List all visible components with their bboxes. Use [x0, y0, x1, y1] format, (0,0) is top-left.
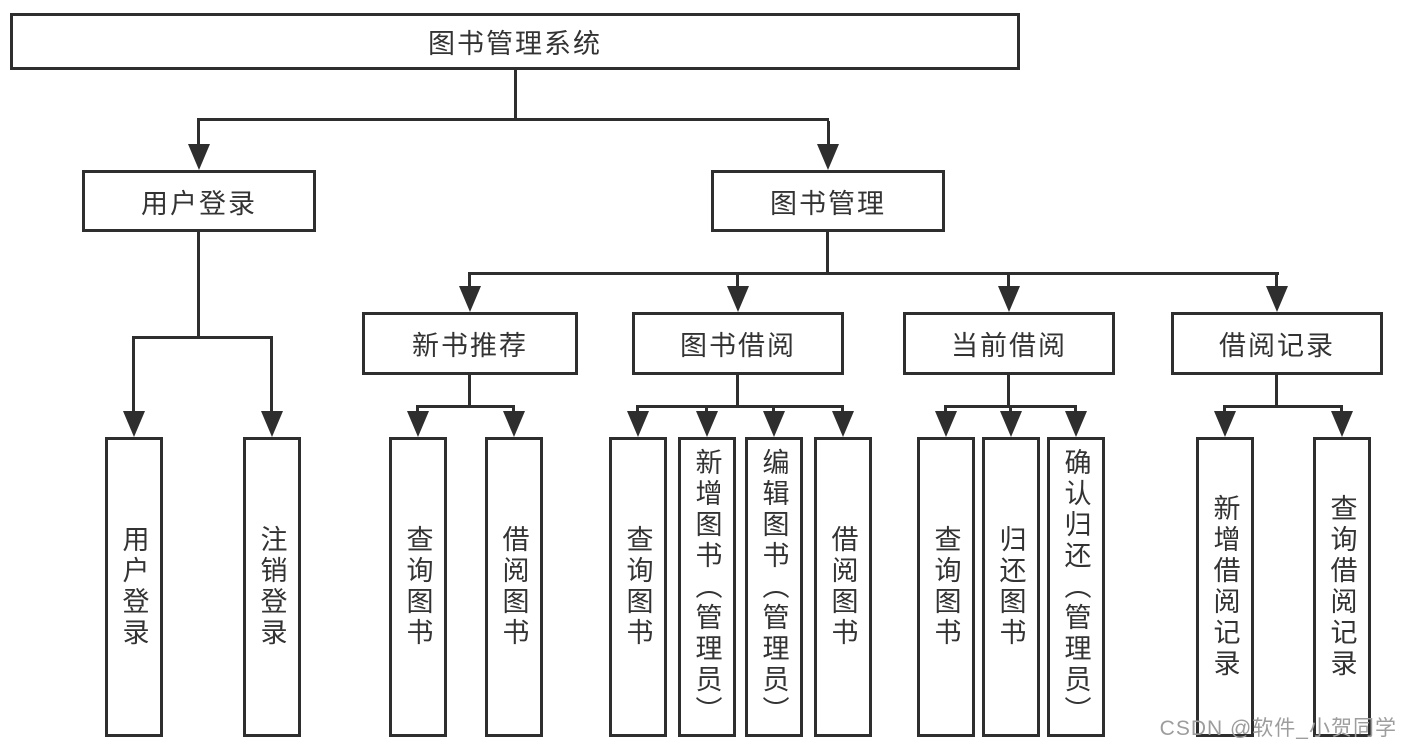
connector-line — [416, 405, 515, 408]
connector-line — [514, 70, 517, 121]
arrow-down-icon — [188, 144, 210, 170]
node-user-login: 用户登录 — [82, 170, 316, 232]
node-label: 图书管理系统 — [428, 29, 602, 59]
arrow-down-icon — [1000, 411, 1022, 437]
node-label: 确认归还（管理员） — [1060, 447, 1091, 727]
arrow-down-icon — [407, 411, 429, 437]
leaf-add-borrow-record: 新增借阅记录 — [1196, 437, 1254, 737]
arrow-down-icon — [727, 286, 749, 312]
node-label: 新增图书（管理员） — [691, 447, 722, 727]
arrow-down-icon — [627, 411, 649, 437]
leaf-logout: 注销登录 — [243, 437, 301, 737]
connector-line — [270, 339, 273, 413]
arrow-down-icon — [123, 411, 145, 437]
connector-line — [132, 339, 135, 413]
leaf-query-books-current: 查询图书 — [917, 437, 975, 737]
node-label: 借阅图书 — [827, 525, 858, 649]
node-label: 当前借阅 — [951, 331, 1067, 361]
arrow-down-icon — [832, 411, 854, 437]
node-label: 借阅记录 — [1219, 331, 1335, 361]
connector-line — [512, 405, 515, 414]
node-label: 新书推荐 — [412, 331, 528, 361]
connector-line — [736, 275, 739, 288]
node-book-borrow: 图书借阅 — [632, 312, 844, 375]
node-label: 用户登录 — [118, 525, 149, 649]
node-label: 编辑图书（管理员） — [758, 447, 789, 727]
connector-line — [772, 405, 775, 414]
connector-line — [1007, 275, 1010, 288]
arrow-down-icon — [763, 411, 785, 437]
arrow-down-icon — [998, 286, 1020, 312]
leaf-confirm-return-admin: 确认归还（管理员） — [1047, 437, 1105, 737]
leaf-query-books-recommend: 查询图书 — [389, 437, 447, 737]
connector-line — [1223, 405, 1343, 408]
watermark-text: CSDN @软件_小贺同学 — [1159, 717, 1397, 740]
arrow-down-icon — [1065, 411, 1087, 437]
node-label: 借阅图书 — [498, 525, 529, 649]
node-book-management: 图书管理 — [711, 170, 945, 232]
connector-line — [636, 405, 639, 414]
node-label: 归还图书 — [995, 525, 1026, 649]
node-label: 图书借阅 — [680, 331, 796, 361]
connector-line — [827, 121, 830, 146]
connector-line — [197, 118, 829, 121]
arrow-down-icon — [459, 286, 481, 312]
connector-line — [1340, 405, 1343, 414]
connector-line — [1223, 405, 1226, 414]
leaf-query-borrow-record: 查询借阅记录 — [1313, 437, 1371, 737]
connector-line — [468, 275, 471, 288]
connector-line — [841, 405, 844, 414]
node-new-book-recommend: 新书推荐 — [362, 312, 578, 375]
node-current-borrow: 当前借阅 — [903, 312, 1115, 375]
node-label: 查询图书 — [622, 525, 653, 649]
leaf-user-login: 用户登录 — [105, 437, 163, 737]
arrow-down-icon — [817, 144, 839, 170]
connector-line — [826, 232, 829, 275]
connector-line — [944, 405, 947, 414]
arrow-down-icon — [935, 411, 957, 437]
connector-line — [468, 375, 471, 408]
leaf-query-books-borrow: 查询图书 — [609, 437, 667, 737]
node-label: 用户登录 — [141, 188, 257, 219]
node-label: 查询借阅记录 — [1326, 494, 1357, 680]
connector-line — [1275, 375, 1278, 408]
connector-line — [1009, 405, 1012, 414]
connector-line — [416, 405, 419, 414]
node-label: 查询图书 — [402, 525, 433, 649]
leaf-return-books: 归还图书 — [982, 437, 1040, 737]
arrow-down-icon — [261, 411, 283, 437]
connector-line — [197, 232, 200, 339]
connector-line — [636, 405, 844, 408]
node-label: 注销登录 — [256, 525, 287, 649]
arrow-down-icon — [1331, 411, 1353, 437]
connector-line — [1275, 275, 1278, 288]
connector-line — [1007, 375, 1010, 408]
leaf-borrow-books: 借阅图书 — [814, 437, 872, 737]
node-library-system: 图书管理系统 — [10, 13, 1020, 70]
node-borrow-records: 借阅记录 — [1171, 312, 1383, 375]
node-label: 图书管理 — [770, 188, 886, 219]
node-label: 新增借阅记录 — [1209, 494, 1240, 680]
leaf-edit-book-admin: 编辑图书（管理员） — [745, 437, 803, 737]
connector-line — [197, 121, 200, 146]
arrow-down-icon — [696, 411, 718, 437]
connector-line — [1074, 405, 1077, 414]
leaf-borrow-books-recommend: 借阅图书 — [485, 437, 543, 737]
arrow-down-icon — [1266, 286, 1288, 312]
connector-line — [132, 336, 273, 339]
node-label: 查询图书 — [930, 525, 961, 649]
leaf-add-book-admin: 新增图书（管理员） — [678, 437, 736, 737]
connector-line — [705, 405, 708, 414]
connector-line — [468, 272, 1279, 275]
arrow-down-icon — [503, 411, 525, 437]
arrow-down-icon — [1214, 411, 1236, 437]
connector-line — [736, 375, 739, 408]
